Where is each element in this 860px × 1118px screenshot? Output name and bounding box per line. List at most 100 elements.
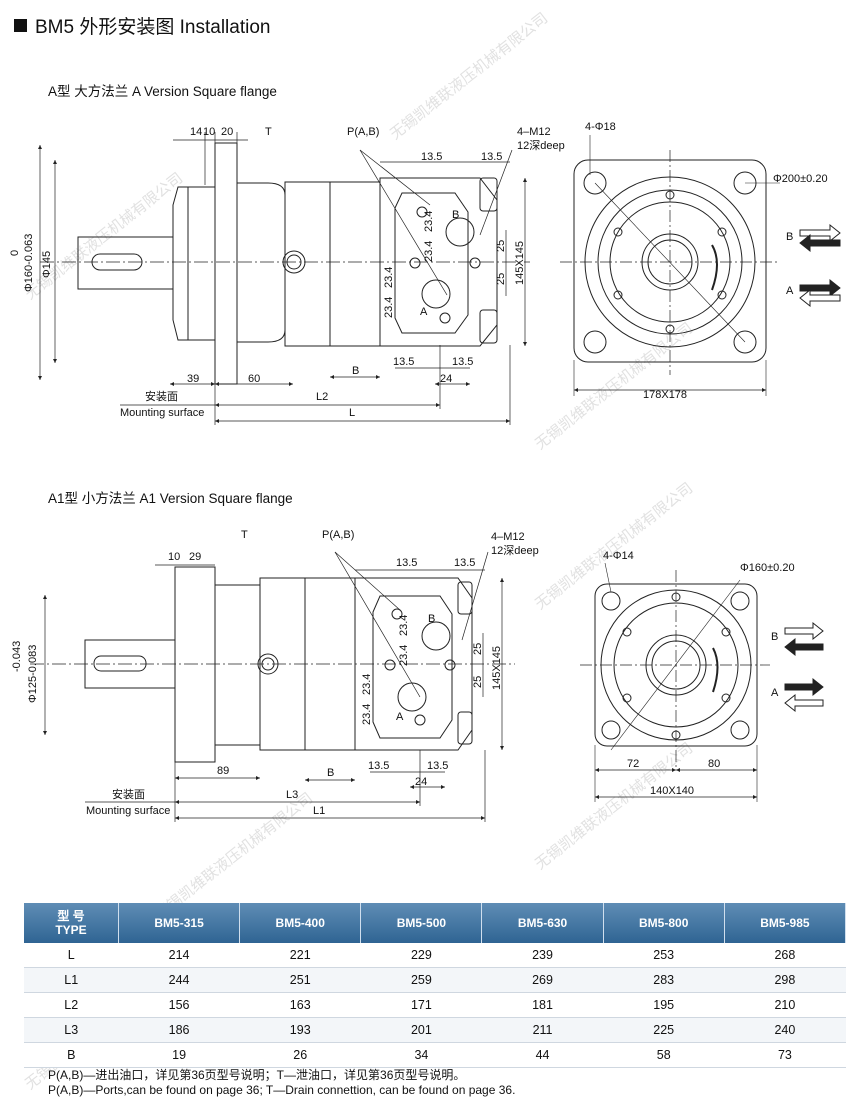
a1-port-b: B	[771, 631, 778, 643]
table-cell: 269	[481, 967, 604, 993]
table-cell: 251	[239, 967, 361, 993]
a-dim-39: 39	[187, 373, 199, 385]
a1-dim-135d: 13.5	[427, 760, 448, 772]
a-dim-178: 178X178	[643, 389, 687, 401]
a-dim-phi145: Φ145	[41, 251, 53, 278]
a-dim-14: 14	[190, 126, 202, 138]
a1-dim-phi125: Φ125-0.083	[27, 645, 39, 703]
a1-side-view	[30, 566, 515, 763]
a1-dim-deep: 12深deep	[491, 544, 539, 557]
section-a1-heading: A1型 小方法兰 A1 Version Square flange	[48, 491, 293, 506]
a1-dim-b: B	[327, 767, 334, 779]
table-cell: 259	[360, 967, 482, 993]
a1-dim-25b: 25	[472, 676, 484, 688]
table-cell: 44	[481, 1042, 604, 1068]
table-cell: 214	[118, 943, 240, 968]
a-front-labels: Φ200±0.20 B A 178X178	[643, 173, 828, 401]
a1-port-a: A	[771, 687, 779, 699]
a1-dim-m12: 4–M12	[491, 531, 525, 543]
a-dim-10: 10	[203, 126, 215, 138]
watermark-text-1: 无锡凯维联液压机械有限公司	[387, 10, 551, 143]
a1-mount-cn: 安装面	[112, 787, 145, 801]
table-cell: 225	[603, 1017, 725, 1043]
model-header: BM5-500	[360, 903, 483, 943]
row-label: B	[24, 1042, 119, 1068]
a-dim-145x145: 145X145	[514, 241, 526, 285]
table-cell: 186	[118, 1017, 240, 1043]
table-cell: 163	[239, 992, 361, 1018]
table-cell: 195	[603, 992, 725, 1018]
table-cell: 34	[360, 1042, 482, 1068]
a-port-a: A	[786, 285, 794, 297]
table-cell: 239	[481, 943, 604, 968]
a-dim-60: 60	[248, 373, 260, 385]
table-cell: 201	[360, 1017, 482, 1043]
watermark-text-3: 无锡凯维联液压机械有限公司	[22, 170, 186, 303]
table-header-row: 型 号 TYPE BM5-315 BM5-400 BM5-500 BM5-630…	[24, 903, 847, 943]
page-title: BM5 外形安装图 Installation	[14, 12, 270, 39]
a1-dim-25a: 25	[472, 643, 484, 655]
a1-dim-l1: L1	[313, 805, 325, 817]
a-dim-pab: P(A,B)	[347, 126, 379, 138]
a-side-view	[40, 142, 530, 385]
model-header: BM5-315	[118, 903, 241, 943]
table-row: L1 244 251 259 269 283 298	[24, 967, 846, 993]
a-dim-234a: 23.4	[423, 211, 435, 232]
table-cell: 210	[724, 992, 846, 1018]
table-cell: 19	[118, 1042, 240, 1068]
table-cell: 253	[603, 943, 725, 968]
table-cell: 244	[118, 967, 240, 993]
a1-front-labels: B A 72 80 140X140	[627, 631, 779, 797]
row-label: L	[24, 943, 119, 968]
table-cell: 221	[239, 943, 361, 968]
watermark-text-2: 无锡凯维联液压机械有限公司	[532, 320, 696, 453]
a-port-b-small: B	[452, 209, 459, 221]
table-cell: 156	[118, 992, 240, 1018]
spec-table: 型 号 TYPE BM5-315 BM5-400 BM5-500 BM5-630…	[24, 903, 847, 1068]
watermark-text-5: 无锡凯维联液压机械有限公司	[532, 740, 696, 873]
a1-dim-72: 72	[627, 758, 639, 770]
type-header-en: TYPE	[55, 923, 87, 937]
row-label: L1	[24, 967, 119, 993]
a1-side-dimensions	[42, 551, 505, 822]
a1-labels: 10 29 T P(A,B) 4–M12 12深deep 4-Φ14 Φ160±…	[11, 529, 795, 817]
a-dim-phi18: 4-Φ18	[585, 121, 616, 133]
a1-dim-234c: 23.4	[361, 674, 373, 695]
a1-dim-234a: 23.4	[398, 615, 410, 636]
a-dim-25a: 25	[495, 240, 507, 252]
a-dim-l: L	[349, 407, 355, 419]
model-header: BM5-400	[239, 903, 362, 943]
note-cn: P(A,B)—进出油口，详见第36页型号说明；T—泄油口，详见第36页型号说明。	[48, 1068, 466, 1082]
a1-dim-l3: L3	[286, 789, 298, 801]
a-dim-phi200: Φ200±0.20	[773, 173, 828, 185]
watermark-text-7: 无锡凯维联液压机械有限公司	[532, 480, 696, 613]
a1-dim-135b: 13.5	[454, 557, 475, 569]
a-labels: 14 10 20 T P(A,B) 4–M12 12深deep 4-Φ18 13…	[9, 121, 616, 419]
a-front-view	[560, 135, 780, 396]
table-cell: 26	[239, 1042, 361, 1068]
table-cell: 268	[724, 943, 846, 968]
a1-dim-phi160: Φ160±0.20	[740, 562, 795, 574]
a-dim-phi160: Φ160-0.063	[23, 234, 35, 292]
a-dim-234b: 23.4	[423, 241, 435, 262]
note-en: P(A,B)—Ports,can be found on page 36; T—…	[48, 1083, 516, 1097]
table-cell: 58	[603, 1042, 725, 1068]
a1-front-view	[580, 562, 770, 802]
a-dim-135b: 13.5	[481, 151, 502, 163]
a-dim-234c: 23.4	[383, 267, 395, 288]
table-row: L 214 221 229 239 253 268	[24, 943, 846, 968]
table-cell: 181	[481, 992, 604, 1018]
a1-dim-pab: P(A,B)	[322, 529, 354, 541]
a-dim-b: B	[352, 365, 359, 377]
table-cell: 211	[481, 1017, 604, 1043]
type-header-cn: 型 号	[57, 909, 85, 923]
a1-dim-80: 80	[708, 758, 720, 770]
table-cell: 298	[724, 967, 846, 993]
a-dim-135d: 13.5	[452, 356, 473, 368]
a-dim-t: T	[265, 126, 272, 138]
a1-dim-tol: -0.043	[11, 641, 23, 672]
a-flow-arrows	[799, 223, 841, 308]
a1-dim-29: 29	[189, 551, 201, 563]
a-port-b: B	[786, 231, 793, 243]
a-dim-24: 24	[440, 373, 452, 385]
